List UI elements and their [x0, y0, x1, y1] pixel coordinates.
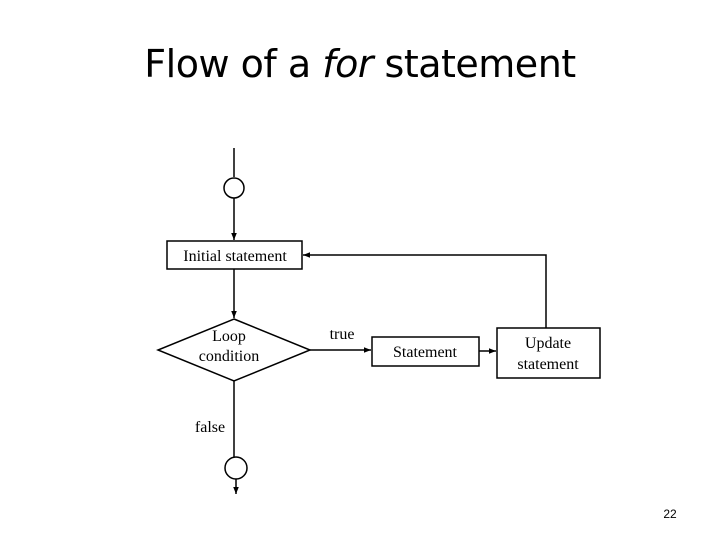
false-label: false: [195, 419, 225, 436]
title-prefix: Flow of a: [144, 42, 323, 86]
title-suffix: statement: [372, 42, 577, 86]
update-label-line2: statement: [517, 356, 579, 373]
loop-back-arrow: [303, 252, 547, 328]
statement-box: [371, 336, 480, 367]
true-label: true: [330, 326, 355, 343]
initial-statement-label: Initial statement: [183, 248, 287, 265]
update-statement-box: [496, 327, 601, 379]
entry-connector-circle: [223, 177, 245, 199]
slide-title: Flow of a for statement: [0, 42, 720, 86]
update-label-line1: Update: [525, 335, 571, 352]
page-number: 22: [663, 507, 677, 521]
exit-connector-circle: [224, 456, 248, 480]
title-keyword: for: [322, 42, 373, 86]
condition-label-line1: Loop: [212, 328, 246, 345]
initial-statement-box: [166, 240, 303, 270]
condition-label-line2: condition: [199, 348, 259, 365]
statement-label: Statement: [393, 344, 458, 361]
